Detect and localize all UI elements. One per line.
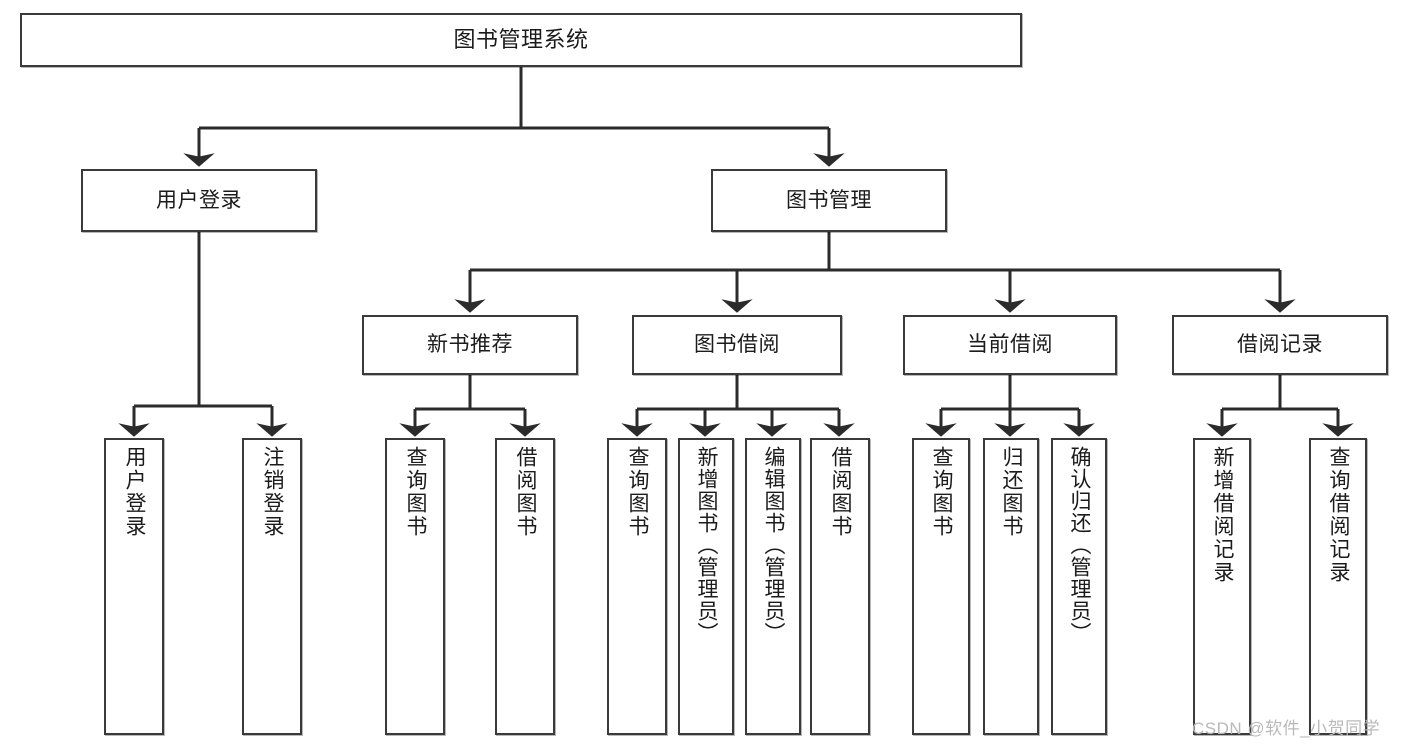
node-root-book-management-system[interactable]: 图书管理系统 — [20, 13, 1022, 67]
node-label: 图书管理系统 — [453, 27, 589, 53]
node-book-management[interactable]: 图书管理 — [711, 169, 947, 232]
node-leaf-query-borrow-record[interactable]: 查询借阅记录 — [1309, 438, 1367, 735]
node-label: 借阅记录 — [1237, 333, 1323, 357]
node-current-borrow[interactable]: 当前借阅 — [903, 315, 1117, 375]
node-label: 图书借阅 — [694, 333, 780, 357]
node-label: 借阅图书 — [829, 446, 853, 538]
node-leaf-user-login[interactable]: 用户登录 — [104, 438, 164, 735]
node-label: 新书推荐 — [427, 333, 513, 357]
node-user-login[interactable]: 用户登录 — [81, 169, 317, 232]
node-leaf-query-book-current[interactable]: 查询图书 — [912, 438, 970, 735]
watermark-csdn: CSDN @软件_小贺同学 — [1192, 719, 1381, 738]
node-label: 查询借阅记录 — [1327, 446, 1351, 584]
node-label: 新增图书（管理员） — [695, 446, 719, 644]
node-book-borrow[interactable]: 图书借阅 — [632, 315, 842, 375]
node-new-book-recommend[interactable]: 新书推荐 — [362, 315, 578, 375]
node-leaf-borrow-book-recommend[interactable]: 借阅图书 — [495, 438, 555, 735]
node-leaf-logout-login[interactable]: 注销登录 — [242, 438, 302, 735]
node-leaf-confirm-return-admin[interactable]: 确认归还（管理员） — [1051, 438, 1107, 735]
node-label: 查询图书 — [626, 446, 650, 538]
node-label: 借阅图书 — [514, 446, 538, 538]
node-label: 查询图书 — [930, 446, 954, 538]
node-leaf-query-book-recommend[interactable]: 查询图书 — [385, 438, 445, 735]
node-label: 编辑图书（管理员） — [762, 446, 786, 644]
node-label: 图书管理 — [786, 188, 872, 212]
node-label: 归还图书 — [1000, 446, 1024, 538]
node-leaf-borrow-book-borrow[interactable]: 借阅图书 — [810, 438, 870, 735]
node-leaf-add-borrow-record[interactable]: 新增借阅记录 — [1193, 438, 1251, 735]
node-label: 用户登录 — [123, 446, 147, 538]
node-label: 注销登录 — [261, 446, 285, 538]
node-leaf-return-book[interactable]: 归还图书 — [983, 438, 1039, 735]
node-leaf-query-book-borrow[interactable]: 查询图书 — [607, 438, 667, 735]
node-leaf-add-book-admin[interactable]: 新增图书（管理员） — [678, 438, 734, 735]
node-leaf-edit-book-admin[interactable]: 编辑图书（管理员） — [745, 438, 801, 735]
node-label: 确认归还（管理员） — [1068, 446, 1092, 644]
node-label: 查询图书 — [404, 446, 428, 538]
node-label: 新增借阅记录 — [1211, 446, 1235, 584]
node-label: 当前借阅 — [967, 333, 1053, 357]
node-label: 用户登录 — [156, 188, 242, 212]
node-borrow-record[interactable]: 借阅记录 — [1172, 315, 1388, 375]
